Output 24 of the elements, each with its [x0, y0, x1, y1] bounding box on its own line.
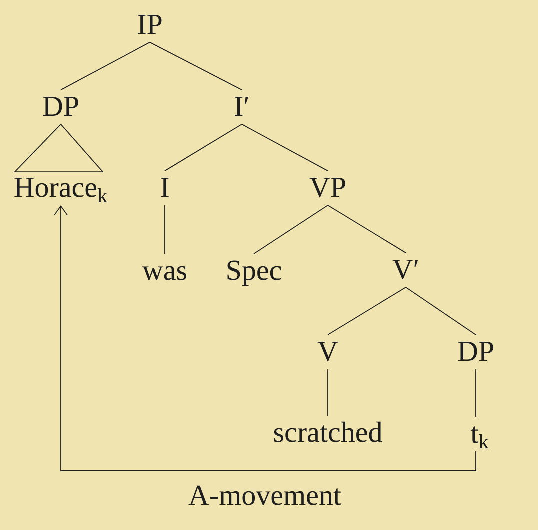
- node-label: Spec: [228, 260, 282, 286]
- branch-line: [242, 124, 328, 172]
- branch-line: [164, 124, 242, 172]
- branch-line: [254, 205, 328, 254]
- node-label: V′: [392, 260, 418, 280]
- node-label: V: [318, 342, 338, 362]
- word-label: t$_{k}$: [470, 426, 489, 449]
- node-label: VP: [310, 178, 346, 198]
- branch-line: [164, 205, 166, 254]
- node-label: IP: [138, 15, 162, 34]
- branch-line: [406, 287, 476, 336]
- edge-label: A-movement: [188, 486, 342, 506]
- branch-line: [328, 287, 406, 336]
- movement-arrow: [54, 205, 476, 472]
- node-label: I: [161, 178, 169, 197]
- branch-line: [60, 42, 150, 90]
- word-label: scratched: [274, 422, 382, 442]
- word-label: Horace$_{k}$: [14, 178, 108, 203]
- node-label: I′: [235, 97, 249, 116]
- node-label: DP: [43, 97, 78, 116]
- word-label: was: [142, 266, 186, 280]
- branch-line: [328, 205, 406, 254]
- node-label: DP: [458, 342, 494, 362]
- branch-line: [150, 42, 242, 90]
